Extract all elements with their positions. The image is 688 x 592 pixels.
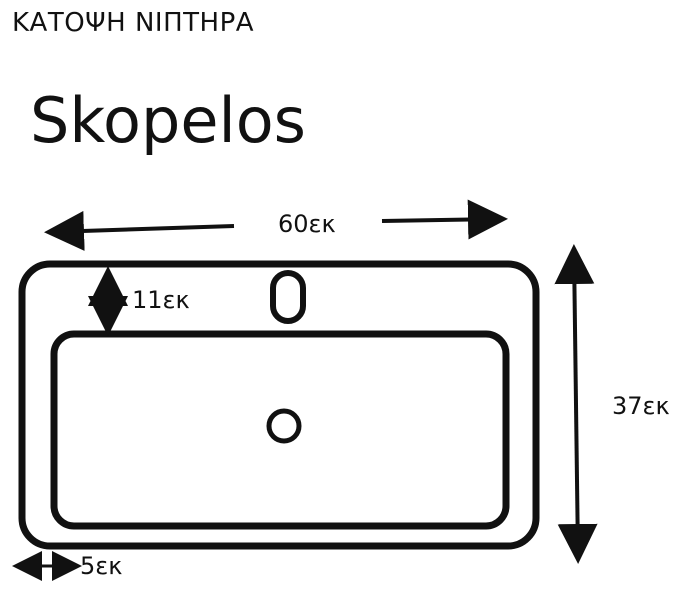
side-rim-dimension-label: 5εκ (80, 552, 122, 580)
depth-arrow (554, 244, 598, 564)
plan-view-caption: ΚΑΤΟΨΗ ΝΙΠΤΗΡΑ (12, 8, 255, 38)
basin-outer-outline (18, 260, 540, 550)
depth-dimension-label: 37εκ (612, 392, 670, 420)
bowl-inner-outline (50, 330, 510, 530)
back-ledge-dimension-label: 11εκ (132, 286, 190, 314)
drain-hole-icon (266, 408, 302, 444)
width-arrow-left (44, 210, 235, 251)
tap-hole-icon (270, 270, 306, 324)
model-title: Skopelos (30, 84, 306, 157)
width-dimension-label: 60εκ (278, 210, 336, 238)
width-arrow-right (381, 199, 508, 240)
